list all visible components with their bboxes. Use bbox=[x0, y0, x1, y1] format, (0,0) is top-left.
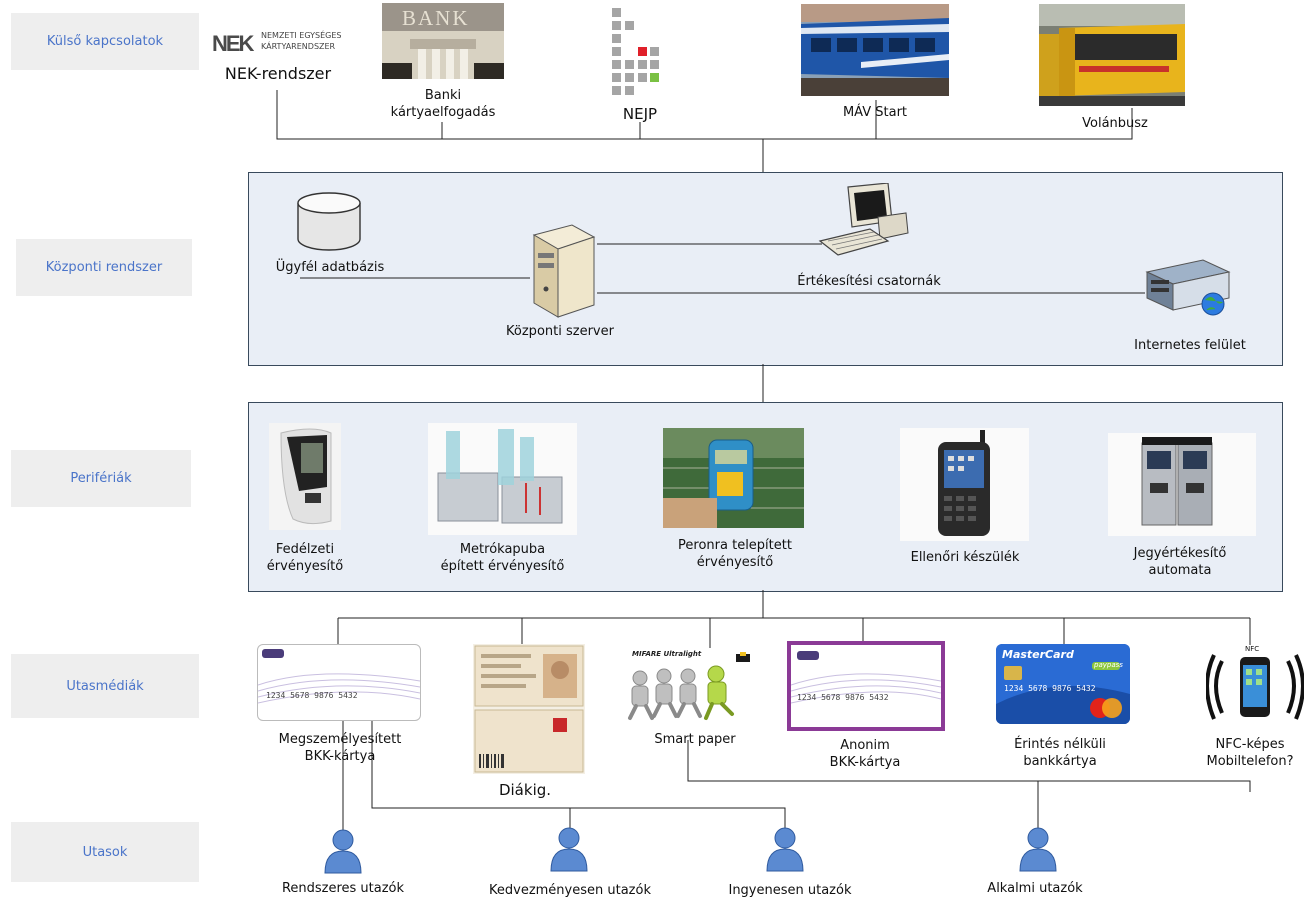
row-label-central: Központi rendszer bbox=[16, 239, 192, 296]
nfc-phone-label-1: NFC-képes bbox=[1215, 737, 1285, 752]
database-label: Ügyfél adatbázis bbox=[275, 260, 385, 275]
inspector-device-label: Ellenőri készülék bbox=[910, 550, 1020, 565]
mav-label: MÁV Start bbox=[842, 105, 908, 120]
onboard-validator-label-2: érvényesítő bbox=[266, 559, 344, 574]
regular-passenger-icon bbox=[322, 829, 364, 875]
contactless-bank-card: MasterCard paypass 1234 5678 9876 5432 bbox=[996, 644, 1130, 724]
platform-validator-label-1: Peronra telepített bbox=[678, 538, 792, 553]
nejp-logo bbox=[610, 8, 674, 98]
nejp-label: NEJP bbox=[622, 105, 658, 123]
internet-label: Internetes felület bbox=[1134, 338, 1246, 353]
metro-validator-label-2: épített érvényesítő bbox=[440, 559, 565, 574]
sales-channels-label: Értékesítési csatornák bbox=[797, 274, 941, 289]
bank-card-label-2: bankkártya bbox=[1023, 754, 1097, 769]
vending-machine-label-2: automata bbox=[1148, 563, 1212, 578]
nek-logo-text-1: NEMZETI EGYSÉGES bbox=[261, 31, 342, 40]
discount-passenger-label: Kedvezményesen utazók bbox=[489, 883, 651, 898]
anon-card-label-2: BKK-kártya bbox=[829, 755, 901, 770]
mifare-logo: MIFARE Ultralight bbox=[632, 650, 702, 658]
volan-bus-image bbox=[1039, 4, 1185, 106]
metro-gate-image bbox=[428, 423, 577, 535]
paypass-logo: paypass bbox=[1094, 661, 1123, 669]
row-label-peripherals: Perifériák bbox=[11, 450, 191, 507]
personal-card-label-1: Megszemélyesített bbox=[278, 732, 402, 747]
nfc-phone-image: NFC bbox=[1206, 645, 1304, 729]
onboard-validator-label-1: Fedélzeti bbox=[275, 542, 335, 557]
student-id-image bbox=[473, 644, 585, 774]
bank-label-1: Banki bbox=[424, 88, 462, 103]
bank-card-label-1: Érintés nélküli bbox=[1014, 737, 1106, 752]
mastercard-logo: MasterCard bbox=[1002, 648, 1074, 661]
smart-paper-image: MIFARE Ultralight bbox=[620, 648, 768, 722]
server-icon bbox=[528, 223, 598, 319]
inspector-device-image bbox=[900, 428, 1029, 541]
nfc-tag: NFC bbox=[1245, 645, 1260, 653]
bank-card-number: 1234 5678 9876 5432 bbox=[1004, 684, 1096, 693]
personal-card-number: 1234 5678 9876 5432 bbox=[266, 691, 358, 700]
anon-card-number: 1234 5678 9876 5432 bbox=[797, 693, 889, 702]
platform-validator-image bbox=[663, 428, 804, 528]
svg-text:NEK: NEK bbox=[212, 31, 255, 56]
nek-logo: NEK NEMZETI EGYSÉGES KÁRTYARENDSZER bbox=[211, 27, 367, 57]
platform-validator-label-2: érvényesítő bbox=[696, 555, 774, 570]
row-label-media: Utasmédiák bbox=[11, 654, 199, 718]
mav-train-image bbox=[801, 4, 949, 96]
volan-label: Volánbusz bbox=[1082, 116, 1148, 131]
bank-label-2: kártyaelfogadás bbox=[390, 105, 496, 120]
anonymous-bkk-card: 1234 5678 9876 5432 bbox=[787, 641, 945, 731]
central-system-panel bbox=[248, 172, 1283, 366]
server-label: Központi szerver bbox=[506, 324, 614, 339]
student-id-label: Diákig. bbox=[498, 781, 552, 799]
nek-label: NEK-rendszer bbox=[224, 64, 332, 83]
database-icon bbox=[296, 191, 362, 253]
occasional-passenger-icon bbox=[1017, 827, 1059, 873]
vending-machine-image bbox=[1108, 433, 1256, 536]
bank-image: BANK bbox=[382, 3, 504, 79]
anon-card-label-1: Anonim bbox=[840, 738, 890, 753]
free-passenger-label: Ingyenesen utazók bbox=[728, 883, 852, 898]
occasional-passenger-label: Alkalmi utazók bbox=[987, 881, 1083, 896]
row-label-passengers: Utasok bbox=[11, 822, 199, 882]
personal-card-label-2: BKK-kártya bbox=[304, 749, 376, 764]
smart-paper-label: Smart paper bbox=[654, 732, 736, 747]
nek-logo-text-2: KÁRTYARENDSZER bbox=[261, 42, 336, 51]
bank-sign: BANK bbox=[402, 6, 470, 30]
regular-passenger-label: Rendszeres utazók bbox=[281, 881, 405, 896]
row-label-external: Külső kapcsolatok bbox=[11, 13, 199, 70]
discount-passenger-icon bbox=[548, 827, 590, 873]
personal-bkk-card: 1234 5678 9876 5432 bbox=[257, 644, 421, 721]
vending-machine-label-1: Jegyértékesítő bbox=[1133, 546, 1227, 561]
free-passenger-icon bbox=[764, 827, 806, 873]
web-server-icon bbox=[1143, 258, 1233, 320]
metro-validator-label-1: Metrókapuba bbox=[459, 542, 546, 557]
onboard-validator-image bbox=[269, 423, 341, 530]
nfc-phone-label-2: Mobiltelefon? bbox=[1206, 754, 1294, 769]
computer-icon bbox=[818, 183, 910, 261]
